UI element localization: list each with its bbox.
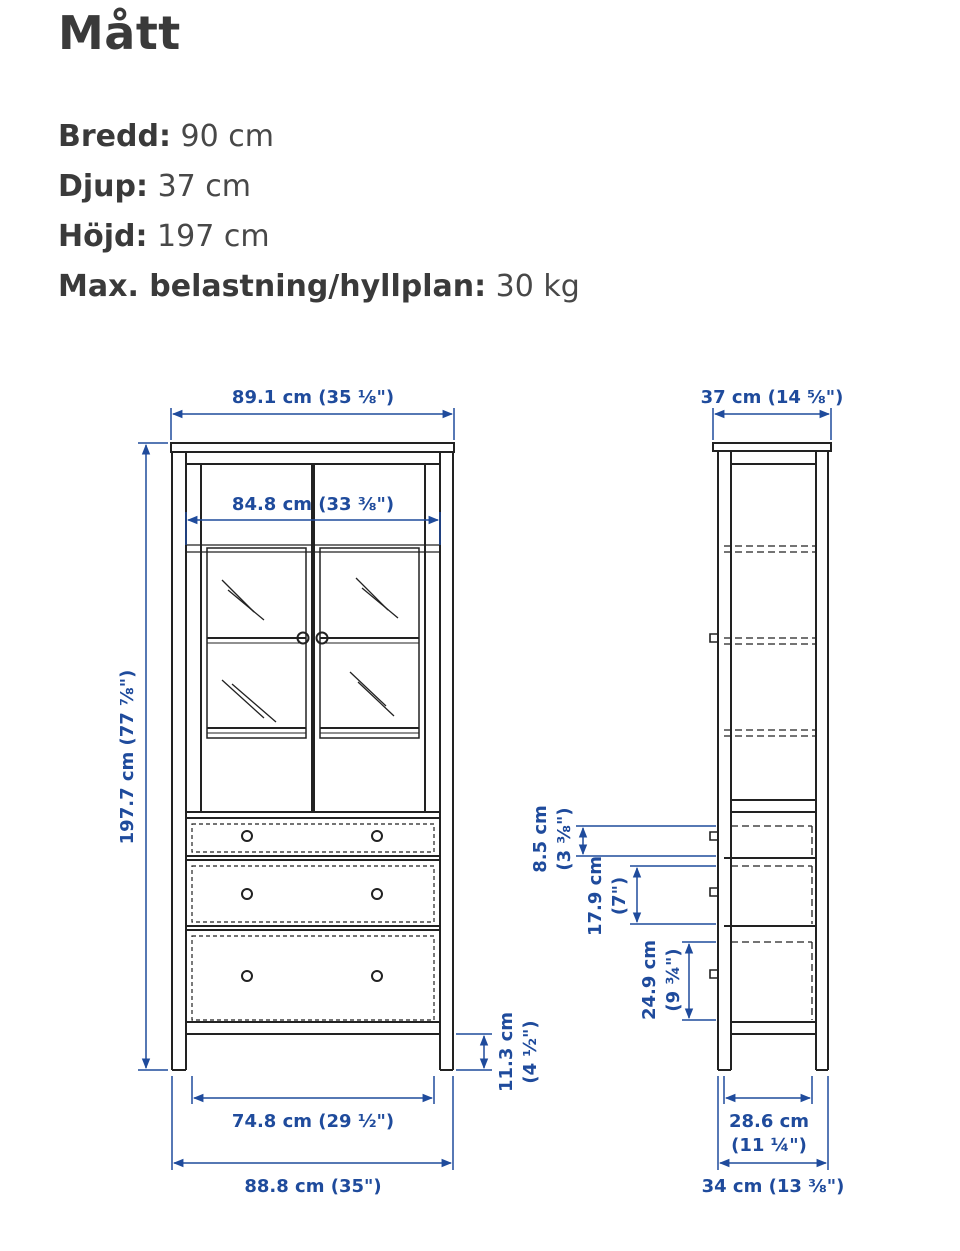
spec-max-load: Max. belastning/hyllplan: 30 kg xyxy=(58,262,580,312)
spec-height: Höjd: 197 cm xyxy=(58,212,580,262)
drawer3-cm-label: 24.9 cm xyxy=(639,940,660,1020)
spec-width-label: Bredd: xyxy=(58,119,171,154)
spec-height-value: 197 cm xyxy=(157,219,270,254)
inner-depth-cm-label: 28.6 cm xyxy=(729,1111,809,1132)
spec-width: Bredd: 90 cm xyxy=(58,112,580,162)
spec-max-load-value: 30 kg xyxy=(495,269,580,304)
drawer3-in-label: (9 ¾") xyxy=(663,948,684,1011)
leg-height-cm-label: 11.3 cm xyxy=(496,1012,517,1092)
drawer1-in-label: (3 ⅜") xyxy=(554,807,575,870)
bottom-depth-label: 34 cm (13 ⅜") xyxy=(702,1176,845,1197)
side-view-cabinet xyxy=(709,442,832,1071)
drawer2-cm-label: 17.9 cm xyxy=(585,856,606,936)
inner-bottom-width-label: 74.8 cm (29 ½") xyxy=(232,1111,394,1132)
inner-depth-in-label: (11 ¼") xyxy=(731,1135,807,1156)
spec-depth: Djup: 37 cm xyxy=(58,162,580,212)
side-top-depth-label: 37 cm (14 ⅝") xyxy=(701,387,844,408)
spec-width-value: 90 cm xyxy=(180,119,274,154)
drawer1-cm-label: 8.5 cm xyxy=(530,805,551,873)
leg-height-in-label: (4 ½") xyxy=(520,1020,541,1083)
dimension-labels: 89.1 cm (35 ⅛") 84.8 cm (33 ⅜") 197.7 cm… xyxy=(117,387,844,1197)
front-top-width-label: 89.1 cm (35 ⅛") xyxy=(232,387,394,408)
dimension-specs: Bredd: 90 cm Djup: 37 cm Höjd: 197 cm Ma… xyxy=(58,112,580,312)
front-height-label: 197.7 cm (77 ⅞") xyxy=(117,670,138,845)
bottom-width-label: 88.8 cm (35") xyxy=(244,1176,381,1197)
page-title: Mått xyxy=(58,6,181,60)
spec-depth-value: 37 cm xyxy=(157,169,251,204)
spec-height-label: Höjd: xyxy=(58,219,148,254)
dimension-lines xyxy=(138,408,832,1170)
spec-depth-label: Djup: xyxy=(58,169,149,204)
drawer2-in-label: (7") xyxy=(609,877,630,915)
front-view-cabinet xyxy=(170,442,455,1071)
spec-max-load-label: Max. belastning/hyllplan: xyxy=(58,269,487,304)
front-inner-width-label: 84.8 cm (33 ⅜") xyxy=(232,494,394,515)
